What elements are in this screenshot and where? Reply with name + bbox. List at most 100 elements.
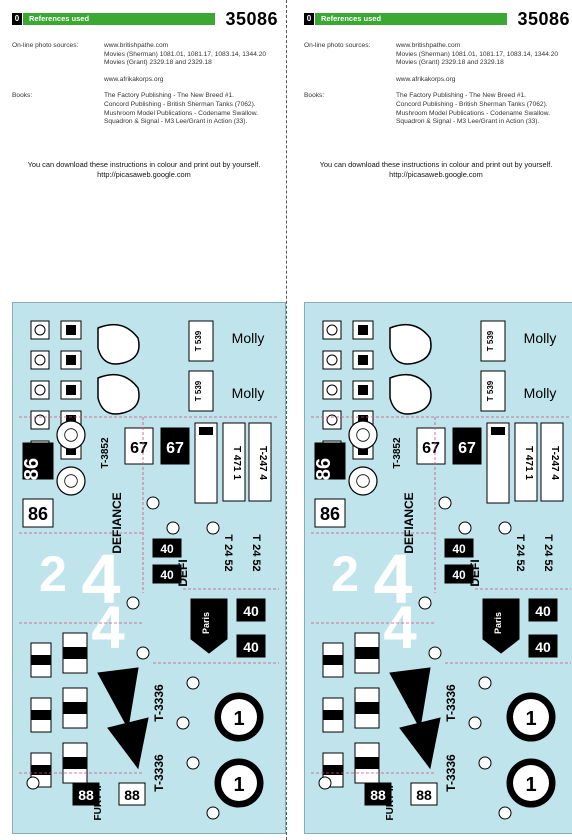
decal-box <box>314 442 346 480</box>
small-decal-mark <box>326 354 338 366</box>
number-decal: 40 <box>452 542 466 556</box>
serial-decal: T-247 4 <box>549 446 560 480</box>
serial-decal: T 24 52 <box>222 534 234 571</box>
number-decal: 40 <box>535 603 551 619</box>
triangle-decal <box>107 717 149 770</box>
small-decal-mark <box>358 325 368 335</box>
number-decal: 88 <box>370 787 386 803</box>
download-text: You can download these instructions in c… <box>319 160 553 169</box>
decal-box <box>540 422 564 502</box>
decal-box <box>410 782 438 806</box>
decal-box <box>528 598 558 622</box>
name-decal: Paris <box>201 612 211 634</box>
online-line: www.britishpathe.com <box>396 42 461 49</box>
number-decal: 2 <box>331 546 359 602</box>
small-roundel-decal <box>176 716 190 730</box>
decal-box <box>194 422 218 504</box>
online-line: Movies (Grant) 2329.18 and 2329.18 <box>104 59 212 67</box>
book-line: Squadron & Signal - M3 Lee/Grant in Acti… <box>104 118 248 126</box>
number-decal: 86 <box>21 458 43 480</box>
small-decal-mark <box>66 385 76 395</box>
download-url: http://picasaweb.google.com <box>97 170 191 179</box>
decal-box <box>72 782 100 806</box>
product-code: 35086 <box>517 9 570 29</box>
small-decal-mark <box>34 354 46 366</box>
small-roundel-decal <box>26 776 40 790</box>
online-line: www.afrikakorps.org <box>104 75 164 83</box>
section-title: References used <box>29 14 90 23</box>
name-decal: Paris <box>493 612 503 634</box>
small-decal-mark <box>326 384 338 396</box>
number-decal: 4 <box>91 594 125 661</box>
product-code: 35086 <box>225 9 278 29</box>
online-sources-label: On-line photo sources: <box>304 42 371 49</box>
decal-box <box>480 320 506 362</box>
serial-decal: T-3336 <box>444 754 458 792</box>
number-decal: 86 <box>320 504 340 524</box>
number-decal: 4 <box>82 540 121 618</box>
number-decal: 2 <box>39 546 67 602</box>
decal-box <box>188 320 214 362</box>
flag-stripe <box>63 647 87 659</box>
small-decal-mark <box>358 385 368 395</box>
roundel-center <box>356 428 370 442</box>
small-decal-mark <box>358 415 368 425</box>
small-roundel-decal <box>498 521 512 535</box>
decal-box <box>314 498 346 528</box>
flag-stripe <box>323 710 343 720</box>
book-line: Mushroom Model Publications - Codename S… <box>396 109 550 117</box>
decal-box <box>452 427 482 465</box>
flag-stripe <box>63 757 87 769</box>
number-decal: 88 <box>124 787 140 803</box>
roundel-center <box>221 765 257 801</box>
section-number: 0 <box>12 13 22 25</box>
decal-box <box>236 598 266 622</box>
number-decal: 1 <box>525 774 536 796</box>
triangle-decal <box>399 717 441 770</box>
decal-box <box>528 634 558 658</box>
serial-decal: T 539 <box>486 330 495 351</box>
number-decal: 4 <box>374 540 413 618</box>
flag-stripe <box>323 765 343 775</box>
references-block: On-line photo sources: www.britishpathe.… <box>12 42 282 127</box>
number-decal: 40 <box>160 542 174 556</box>
small-decal-mark <box>358 445 368 455</box>
number-decal: 86 <box>28 504 48 524</box>
script-decal: Molly <box>524 330 557 346</box>
serial-decal: T-3852 <box>392 437 403 469</box>
decal-box <box>236 634 266 658</box>
section-header: 0 References used 35086 <box>304 9 570 29</box>
number-decal: 40 <box>535 639 551 655</box>
emblem-decal <box>97 373 140 415</box>
decal-box <box>22 498 54 528</box>
small-roundel-decal <box>468 716 482 730</box>
small-roundel-decal <box>418 596 432 610</box>
small-roundel-decal <box>498 806 512 820</box>
serial-decal: T-3336 <box>152 684 166 722</box>
number-decal: 86 <box>313 458 335 480</box>
small-decal-mark <box>66 415 76 425</box>
small-decal-mark <box>66 445 76 455</box>
flag-stripe <box>323 655 343 665</box>
small-roundel-decal <box>186 676 200 690</box>
references-block: On-line photo sources: www.britishpathe.… <box>304 42 572 127</box>
number-decal: 67 <box>130 440 148 457</box>
shield-decal <box>190 598 228 654</box>
online-line: Movies (Sherman) 1081.01, 1081.17, 1083.… <box>396 50 559 58</box>
decal-box <box>160 427 190 465</box>
script-decal: Molly <box>232 385 265 401</box>
number-decal: 67 <box>458 440 476 457</box>
small-decal-mark <box>326 324 338 336</box>
emblem-decal <box>97 323 140 365</box>
emblem-decal <box>389 373 432 415</box>
section-title-bar: References used <box>315 13 507 25</box>
instruction-column-left: 0 References used 35086 On-line photo so… <box>4 0 286 840</box>
small-decal-mark <box>34 384 46 396</box>
small-decal-mark <box>66 355 76 365</box>
number-decal: 40 <box>243 603 259 619</box>
section-title-bar: References used <box>23 13 215 25</box>
decal-box <box>416 427 446 465</box>
download-url: http://picasaweb.google.com <box>389 170 483 179</box>
